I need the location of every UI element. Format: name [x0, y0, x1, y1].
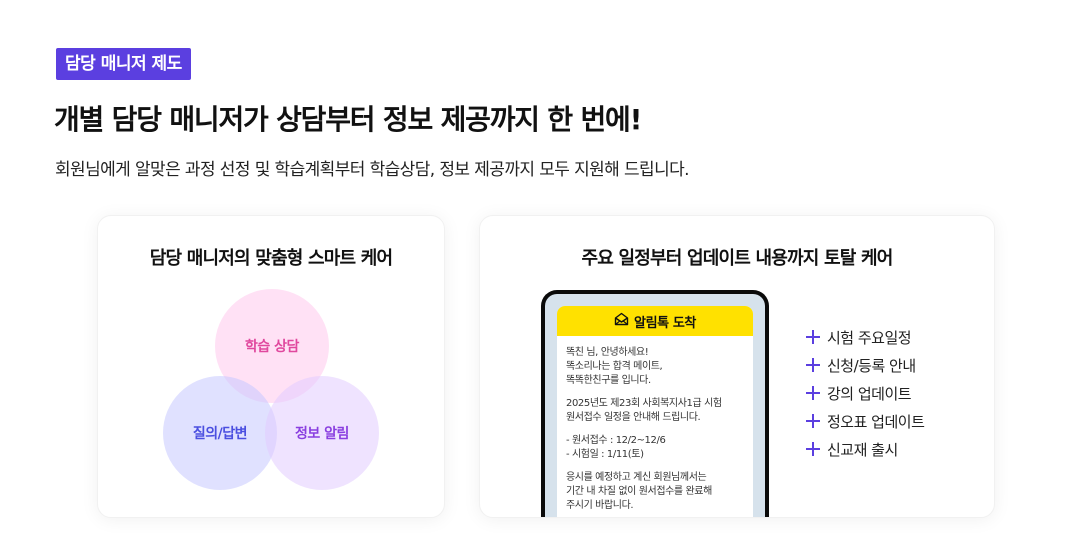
message-paragraph: 응시를 예정하고 계신 회원님께서는 기간 내 차질 없이 원서접수를 완료해 … [566, 472, 712, 511]
card-title: 담당 매니저의 맞춤형 스마트 케어 [149, 248, 393, 269]
page-headline: 개별 담당 매니저가 상담부터 정보 제공까지 한 번에! [54, 103, 642, 136]
venn-circle-info-alert: 정보 알림 [265, 376, 379, 490]
feature-item: 시험 주요일정 [806, 323, 924, 351]
feature-label: 강의 업데이트 [827, 384, 912, 403]
message-header-label: 알림톡 도착 [634, 315, 696, 331]
smart-care-card: 담당 매니저의 맞춤형 스마트 케어 학습 상담 질의/답변 정보 알림 [97, 215, 445, 518]
plus-icon [806, 386, 820, 400]
feature-item: 신청/등록 안내 [806, 351, 924, 379]
venn-circle-qna: 질의/답변 [163, 376, 277, 490]
message-paragraph: - 원서접수 : 12/2~12/6 - 시험일 : 1/11(토) [566, 435, 666, 460]
section-badge: 담당 매니저 제도 [56, 48, 191, 80]
feature-label: 시험 주요일정 [827, 328, 912, 347]
message-body: 똑친 님, 안녕하세요! 똑소리나는 합격 메이트, 똑똑한친구를 입니다. 2… [557, 336, 753, 513]
message-header: 알림톡 도착 [557, 306, 753, 336]
page-subtext: 회원님에게 알맞은 과정 선정 및 학습계획부터 학습상담, 정보 제공까지 모… [55, 160, 690, 180]
message-paragraph: 2025년도 제23회 사회복지사1급 시험 원서접수 일정을 안내해 드립니다… [566, 398, 722, 423]
card-title: 주요 일정부터 업데이트 내용까지 토탈 케어 [581, 248, 893, 269]
circle-label: 학습 상담 [245, 339, 299, 355]
feature-item: 강의 업데이트 [806, 379, 924, 407]
plus-icon [806, 358, 820, 372]
alimtalk-message: 알림톡 도착 똑친 님, 안녕하세요! 똑소리나는 합격 메이트, 똑똑한친구를… [557, 306, 753, 517]
plus-icon [806, 442, 820, 456]
feature-item: 신교재 출시 [806, 435, 924, 463]
plus-icon [806, 330, 820, 344]
feature-label: 신교재 출시 [827, 440, 898, 459]
feature-label: 정오표 업데이트 [827, 412, 925, 431]
message-paragraph: 똑친 님, 안녕하세요! 똑소리나는 합격 메이트, 똑똑한친구를 입니다. [566, 347, 663, 386]
feature-list: 시험 주요일정 신청/등록 안내 강의 업데이트 정오표 업데이트 신교재 출시 [806, 323, 925, 463]
feature-item: 정오표 업데이트 [806, 407, 925, 435]
feature-label: 신청/등록 안내 [827, 356, 916, 375]
envelope-open-icon [614, 312, 629, 330]
circle-label: 정보 알림 [295, 426, 349, 442]
plus-icon [806, 414, 820, 428]
phone-mockup: 알림톡 도착 똑친 님, 안녕하세요! 똑소리나는 합격 메이트, 똑똑한친구를… [541, 290, 769, 517]
circle-label: 질의/답변 [192, 426, 248, 442]
total-care-card: 주요 일정부터 업데이트 내용까지 토탈 케어 알림톡 도착 똑친 님, 안녕하… [479, 215, 995, 518]
